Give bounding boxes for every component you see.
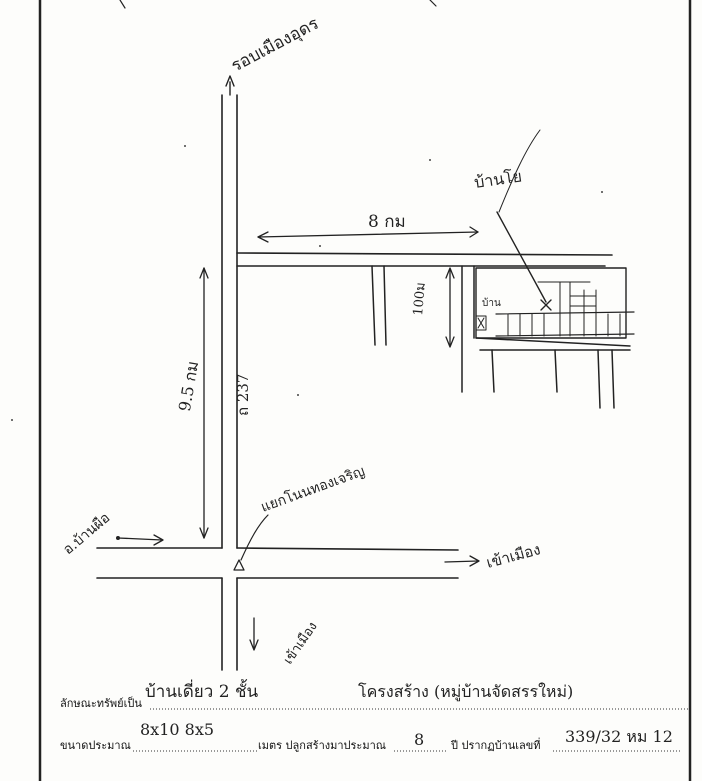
west-road-label: อ.บ้านผือ bbox=[60, 510, 113, 558]
target-marker bbox=[496, 129, 552, 311]
property-type-value-2: โครงสร้าง (หมู่บ้านจัดสรรใหม่) bbox=[358, 682, 573, 702]
top-road bbox=[236, 252, 613, 267]
north-arrow bbox=[225, 75, 235, 96]
size-label: ขนาดประมาณ bbox=[60, 739, 131, 752]
house-no-value: 339/32 หม 12 bbox=[565, 727, 673, 746]
top-scribble bbox=[119, 0, 437, 9]
property-type-value-1: บ้านเดี่ยว 2 ชั้น bbox=[145, 679, 258, 702]
east-arrow bbox=[444, 555, 480, 567]
side-lanes bbox=[371, 265, 475, 393]
vertical-distance-arrow bbox=[199, 267, 209, 539]
side-distance-arrow bbox=[445, 267, 455, 348]
top-distance-arrow bbox=[257, 226, 479, 243]
stray-dots bbox=[11, 145, 603, 421]
top-distance-label: 8 กม bbox=[368, 212, 406, 232]
west-arrow bbox=[116, 534, 164, 546]
road-number-label: ถ 237 bbox=[234, 374, 252, 416]
side-distance-label: 100ม bbox=[411, 282, 429, 317]
years-value: 8 bbox=[414, 730, 424, 749]
east-road-label: เข้าเมือง bbox=[484, 540, 542, 572]
landmark-marker bbox=[233, 514, 269, 571]
vertical-distance-label: 9.5 กม bbox=[175, 360, 203, 413]
south-arrow bbox=[249, 617, 259, 651]
bottom-road bbox=[96, 547, 459, 579]
landmark-label: แยกโนนทองเจริญ bbox=[259, 462, 368, 515]
main-road-vertical bbox=[221, 94, 238, 671]
property-type-label: ลักษณะทรัพย์เป็น bbox=[60, 696, 142, 710]
target-house-label: บ้านโย bbox=[473, 166, 523, 192]
housing-block bbox=[475, 267, 635, 409]
small-house-label: บ้าน bbox=[482, 297, 501, 309]
south-road-label: เข้าเมือง bbox=[280, 619, 321, 667]
meters-label: เมตร ปลูกสร้างมาประมาณ bbox=[258, 739, 386, 752]
size-value: 8x10 8x5 bbox=[140, 720, 214, 739]
north-road-label: รอบเมืองอุดร bbox=[228, 14, 322, 77]
years-label: ปี ปรากฏบ้านเลขที่ bbox=[450, 737, 541, 752]
